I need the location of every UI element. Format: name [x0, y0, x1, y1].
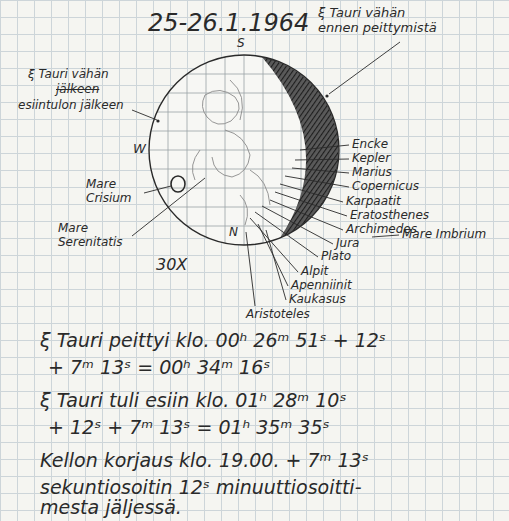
feature-name: Kaukasus	[289, 293, 346, 307]
observation-note: Kellon korjaus klo. 19.00. + 7ᵐ 13ˢ	[40, 450, 369, 472]
struck-word: jälkeen	[56, 83, 99, 97]
mare-crisium-mark	[171, 176, 185, 192]
mare-name: Mare Crisium	[86, 178, 144, 206]
observation-note: ξ Tauri peittyi klo. 00ʰ 26ᵐ 51ˢ + 12ˢ	[40, 330, 386, 352]
feature-name: Encke	[352, 138, 388, 152]
observation-note: + 7ᵐ 13ˢ = 00ʰ 34ᵐ 16ˢ	[48, 357, 270, 379]
observation-note: sekuntiosoitin 12ˢ minuuttiosoitti-	[40, 477, 362, 499]
disc-grid	[145, 50, 345, 250]
feature-name: Eratosthenes	[350, 209, 429, 223]
observation-note: + 12ˢ + 7ᵐ 13ˢ = 01ʰ 35ᵐ 35ˢ	[48, 417, 330, 439]
page-date: 25-26.1.1964	[148, 10, 309, 38]
star-note: esiintulon jälkeen	[18, 99, 124, 113]
direction-letter: N	[229, 226, 238, 240]
feature-name: Jura	[336, 237, 359, 251]
star-note: ξ Tauri vähän	[28, 68, 109, 82]
leader-lines	[132, 42, 400, 306]
feature-name: Copernicus	[352, 180, 419, 194]
direction-letter: S	[237, 37, 245, 51]
feature-name: Alpit	[301, 265, 328, 279]
observation-note: ξ Tauri tuli esiin klo. 01ʰ 28ᵐ 10ˢ	[40, 390, 346, 412]
observation-note: mesta jäljessä.	[40, 497, 182, 519]
feature-name: Plato	[321, 250, 351, 264]
feature-name: Aristoteles	[246, 308, 310, 322]
magnification: 30X	[156, 256, 187, 274]
feature-name: Mare Imbrium	[402, 228, 486, 242]
lunar-features	[192, 80, 270, 225]
feature-name: Karpaatit	[346, 195, 401, 209]
direction-letter: W	[133, 142, 146, 157]
feature-name: Apenniinit	[291, 279, 352, 293]
star-note: ξ Tauri vähän ennen peittymistä	[318, 6, 450, 36]
mare-name: Mare Serenitatis	[58, 222, 140, 250]
feature-name: Kepler	[352, 152, 390, 166]
feature-name: Marius	[352, 166, 392, 180]
star-mark	[325, 94, 328, 97]
